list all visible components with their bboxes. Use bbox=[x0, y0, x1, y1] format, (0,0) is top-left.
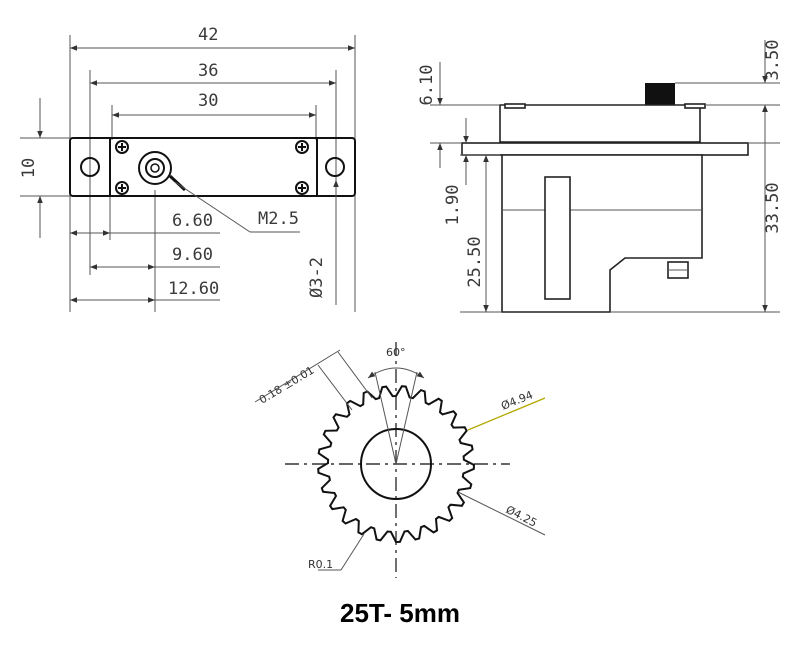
gear-caption: 25T- 5mm bbox=[340, 598, 460, 628]
dim-3350-label: 33.50 bbox=[763, 182, 783, 233]
dim-36-label: 36 bbox=[198, 61, 218, 81]
dim-42-label: 42 bbox=[198, 25, 218, 45]
gear-bore bbox=[360, 428, 432, 500]
dim-dia3-2-label: Ø3-2 bbox=[307, 257, 327, 298]
servo-upper-case bbox=[499, 104, 701, 143]
screw-icons bbox=[115, 140, 309, 195]
dim-30-label: 30 bbox=[198, 91, 218, 111]
spline-gear-outline bbox=[317, 385, 476, 544]
dim-1260-label: 12.60 bbox=[168, 279, 219, 299]
hole-thread-label: M2.5 bbox=[258, 209, 299, 229]
mount-hole-left bbox=[80, 157, 100, 177]
dim-660-label: 6.60 bbox=[172, 211, 213, 231]
angle-60-label: 60° bbox=[386, 346, 406, 359]
dim-190-label: 1.90 bbox=[443, 185, 463, 226]
servo-lower-case bbox=[501, 154, 703, 313]
dim-10-label: 10 bbox=[19, 158, 39, 178]
dim-610-label: 6.10 bbox=[417, 65, 437, 106]
inner-dia-label: Ø4.25 bbox=[504, 503, 539, 530]
side-flange bbox=[461, 142, 749, 156]
mount-hole-right bbox=[325, 157, 345, 177]
top-view: 42 36 30 M2.5 10 bbox=[19, 25, 356, 312]
radius-label: R0.1 bbox=[308, 558, 333, 571]
side-label-slot bbox=[544, 176, 571, 300]
side-view: 3.50 33.50 6.10 1.90 25.50 bbox=[417, 40, 783, 313]
servo-body-top bbox=[109, 137, 318, 197]
dim-960-label: 9.60 bbox=[172, 245, 213, 265]
tooth-thickness-label: 0.18 ±0.01 bbox=[257, 364, 317, 407]
dim-2550-label: 25.50 bbox=[465, 236, 485, 287]
servo-horn bbox=[645, 83, 675, 105]
gear-view: 60° 0.18 ±0.01 Ø4.94 Ø4.25 R0.1 bbox=[254, 342, 546, 578]
dim-350-label: 3.50 bbox=[763, 40, 783, 81]
mounting-flange bbox=[69, 137, 356, 197]
